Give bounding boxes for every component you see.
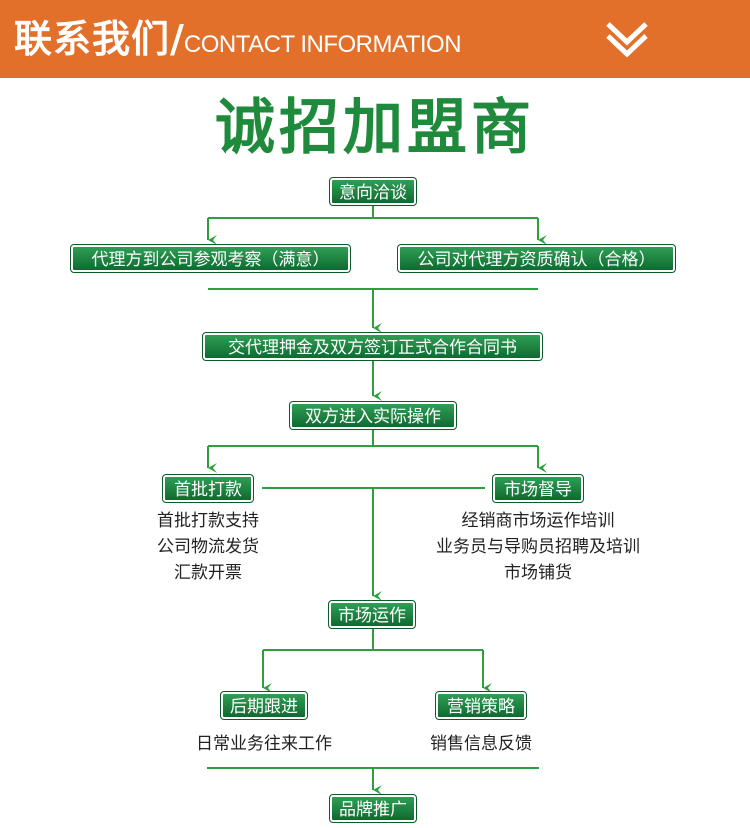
list-item: 经销商市场运作培训 bbox=[461, 511, 615, 531]
payment-details: 首批打款支持 公司物流发货 汇款开票 bbox=[108, 508, 308, 586]
list-item: 业务员与导购员招聘及培训 bbox=[436, 537, 640, 557]
flow-node-brand-promotion: 品牌推广 bbox=[329, 794, 417, 823]
flow-node-contract: 交代理押金及双方签订正式合作合同书 bbox=[202, 332, 543, 361]
marketing-details: 销售信息反馈 bbox=[391, 731, 571, 757]
double-chevron-down-icon bbox=[606, 22, 648, 58]
flow-node-supervision: 市场督导 bbox=[492, 474, 584, 503]
flow-node-negotiation: 意向洽谈 bbox=[329, 177, 417, 206]
list-item: 销售信息反馈 bbox=[430, 734, 532, 754]
header-title-cn: 联系我们 bbox=[14, 17, 171, 61]
flow-node-marketing: 营销策略 bbox=[435, 691, 527, 720]
list-item: 公司物流发货 bbox=[157, 537, 259, 557]
flow-node-operation: 双方进入实际操作 bbox=[289, 401, 457, 430]
list-item: 首批打款支持 bbox=[157, 511, 259, 531]
flow-node-market-operation: 市场运作 bbox=[328, 600, 416, 629]
flow-node-after-sales: 后期跟进 bbox=[220, 691, 308, 720]
header-title-en: CONTACT INFORMATION bbox=[183, 31, 462, 58]
list-item: 汇款开票 bbox=[174, 563, 242, 583]
header-title: 联系我们/CONTACT INFORMATION bbox=[14, 14, 462, 64]
page-title: 诚招加盟商 bbox=[215, 93, 535, 163]
flow-node-payment: 首批打款 bbox=[162, 474, 254, 503]
after-sales-details: 日常业务往来工作 bbox=[164, 731, 364, 757]
flow-node-visit: 代理方到公司参观考察（满意） bbox=[70, 244, 351, 273]
header-slash: / bbox=[170, 17, 184, 61]
header-bar: 联系我们/CONTACT INFORMATION bbox=[0, 0, 750, 78]
flow-node-qualification: 公司对代理方资质确认（合格） bbox=[397, 244, 676, 273]
list-item: 市场铺货 bbox=[504, 563, 572, 583]
supervision-details: 经销商市场运作培训 业务员与导购员招聘及培训 市场铺货 bbox=[408, 508, 668, 586]
list-item: 日常业务往来工作 bbox=[196, 734, 332, 754]
